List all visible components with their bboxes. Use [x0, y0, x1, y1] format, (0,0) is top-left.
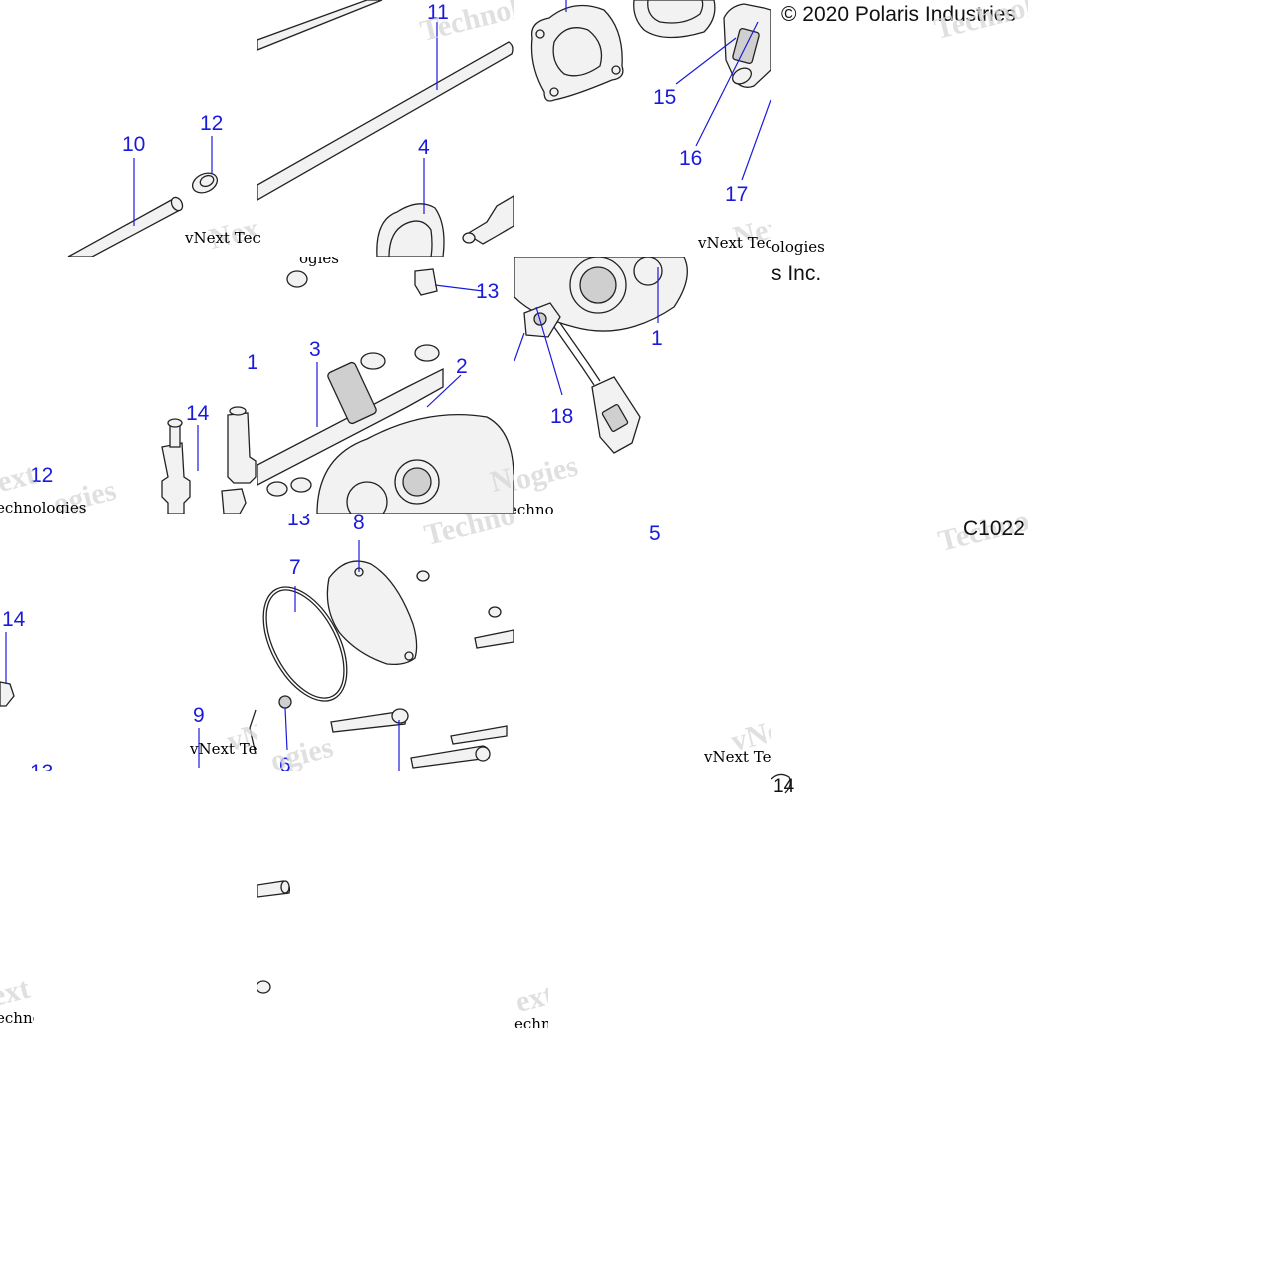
fitting: [465, 195, 514, 245]
watermark-xt-o: ext: [514, 977, 548, 1020]
tile-b-drawing: [257, 0, 514, 257]
tile-injectors-left: 14 1 12 ext ogies echnologies: [0, 257, 257, 514]
fuel-hose-10: [67, 197, 182, 257]
callout-1: 1: [247, 351, 257, 374]
callout-18: 18: [550, 405, 574, 428]
throttle-gasket-left: [530, 4, 624, 102]
tile-f-drawing: [257, 268, 514, 514]
callout-14: 14: [186, 402, 210, 425]
callout-14-black: 14: [773, 776, 795, 797]
tile-e-drawing: [161, 406, 257, 514]
throttle-body-2: [316, 413, 514, 514]
tile-injector-lower: 14 9 13 vNe vNext Tec: [0, 514, 257, 771]
watermark-echnologies-e: echnologies: [0, 499, 87, 514]
callout-2: 2: [456, 355, 468, 378]
callout-10: 10: [122, 133, 146, 156]
tile-diagram-code: Technologies C1022: [771, 514, 1028, 771]
watermark-ogies-f: ogies: [299, 257, 340, 267]
watermark-brand-i: vNext Tec: [190, 740, 257, 758]
cover-8: [326, 560, 418, 666]
nut-6: [278, 695, 292, 709]
callout-9: 9: [193, 704, 205, 727]
fuel-rail-3: [257, 367, 444, 486]
callout-14b: 14: [2, 608, 26, 631]
tile-fragment-mid: ext echno: [514, 771, 548, 1028]
watermark-brand-k: vNext Tec: [704, 748, 771, 766]
fitting-end: [462, 232, 476, 244]
injector-tip: [169, 424, 181, 448]
watermark-brand: vNext Tec: [185, 229, 257, 247]
clip-13: [221, 488, 247, 514]
injector-14-lower: [0, 681, 15, 707]
tile-c-drawing: [530, 0, 771, 181]
watermark-echno-g: echno: [514, 501, 554, 514]
callout-7: 7: [289, 556, 301, 579]
hose-end: [170, 196, 184, 212]
callout-15: 15: [653, 86, 677, 109]
tile-fragment-right: 14: [771, 771, 805, 799]
callout-13b: 13: [30, 762, 53, 771]
callout-12b: 12: [30, 464, 54, 487]
clip-13-top: [414, 268, 438, 296]
injector-2: [227, 412, 257, 484]
tile-fragment-left: ext echno: [0, 771, 34, 1028]
rail-bracket: [327, 361, 377, 425]
callout-12: 12: [200, 112, 224, 135]
callout-6: 6: [279, 754, 291, 771]
injector-14: [161, 442, 191, 514]
callout-4: 4: [418, 136, 430, 159]
callout-8: 8: [353, 514, 365, 534]
callout-13c: 13: [287, 514, 311, 530]
callout-13: 13: [476, 280, 500, 303]
hose-clamp-12: [191, 172, 219, 194]
callout-1b: 1: [651, 327, 663, 350]
watermark-brand-b: vNext Tec: [257, 229, 261, 247]
diagram-code: C1022: [963, 517, 1025, 540]
watermark-ologies-d: ologies: [771, 238, 825, 256]
callout-16: 16: [679, 147, 703, 170]
tile-throttle-gaskets: 15 16 17 Next vNext Tec: [514, 0, 771, 257]
tile-fuel-rail: 4 13 3 2 ogies Next: [257, 257, 514, 514]
callout-5: 5: [649, 522, 661, 545]
callout-11: 11: [427, 1, 449, 24]
clamp-4: [286, 270, 308, 288]
fuel-tube-top: [257, 0, 383, 51]
tile-g-drawing: [514, 257, 688, 454]
tile-fragment-bolts: [257, 771, 291, 1028]
tile-inc: s Inc.: [771, 257, 1028, 514]
watermark-echno-m: echno: [0, 1009, 34, 1027]
tile-fuel-tube-top: 11 4 Technologies vNext Tec: [257, 0, 514, 257]
tile-fuel-hose-left: 10 12 Next vNext Tec: [0, 0, 257, 257]
fuel-tube-11: [257, 41, 514, 201]
watermark-brand-c: vNext Tec: [698, 234, 771, 252]
tile-j-drawing: [262, 540, 514, 771]
tile-copyright: © 2020 Polaris Industries Technologies o…: [771, 0, 1028, 257]
copyright-notice: © 2020 Polaris Industries: [781, 3, 1016, 26]
tile-throttle-sensor: 1 18 Technologies echno: [514, 257, 771, 514]
callout-3: 3: [309, 338, 321, 361]
tile-n-drawing: [257, 880, 291, 994]
watermark-echno-o: echno: [514, 1015, 548, 1028]
tile-a-drawing: [67, 136, 219, 257]
watermark-xt-m: ext: [0, 971, 34, 1014]
tile-p-drawing: [771, 773, 791, 794]
tile-callout-5: 5 vNe vNext Tec: [514, 514, 771, 771]
tile-i-drawing: [0, 632, 257, 768]
copyright-tail: s Inc.: [771, 262, 822, 285]
callout-17: 17: [725, 183, 749, 206]
tile-cover-oring: 13 8 7 6 Technologies ogies: [257, 514, 514, 771]
gasket-4: [376, 203, 445, 257]
rail-port: [360, 352, 386, 370]
o-ring-7: [262, 586, 348, 702]
throttle-gasket-right: [633, 0, 716, 39]
bolt: [474, 629, 514, 649]
